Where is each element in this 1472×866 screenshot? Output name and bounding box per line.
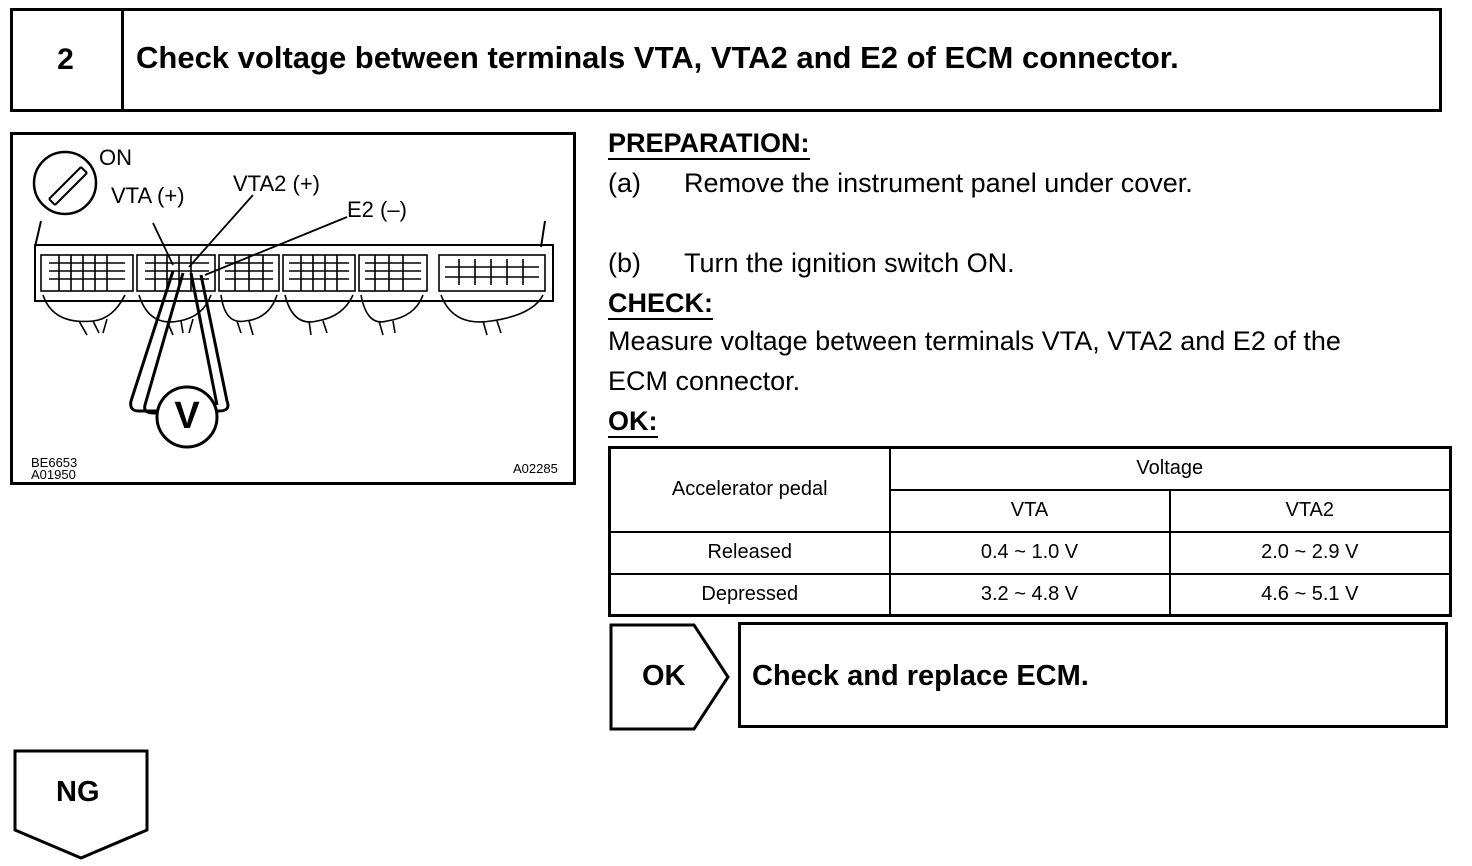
ok-action-box <box>738 622 1448 728</box>
header-vta2: VTA2 <box>1168 488 1452 533</box>
cell-pedal: Depressed <box>608 572 891 617</box>
step-number: 2 <box>10 8 124 112</box>
check-line-2: ECM connector. <box>608 366 801 396</box>
ok-action-text: Check and replace ECM. <box>752 660 1089 692</box>
voltmeter-icon <box>155 385 219 449</box>
table-row: Depressed 3.2 ~ 4.8 V 4.6 ~ 5.1 V <box>608 572 1452 617</box>
connector-blocks <box>40 254 546 292</box>
terminal-leader-lines <box>152 194 348 276</box>
ok-result-label: OK <box>642 660 686 692</box>
ecm-connector-drawing <box>32 150 554 449</box>
cell-vta2: 4.6 ~ 5.1 V <box>1168 572 1452 617</box>
cell-pedal: Released <box>608 530 891 575</box>
step-header <box>10 8 1442 112</box>
ng-result-label: NG <box>56 776 100 808</box>
prep-step-a-text: Remove the instrument panel under cover. <box>684 168 1193 198</box>
ok-arrow-box <box>609 623 730 731</box>
header-vta: VTA <box>888 488 1171 533</box>
e2-terminal-label: E2 (–) <box>347 197 407 222</box>
preparation-heading: PREPARATION: <box>608 128 810 160</box>
prep-step-b-text: Turn the ignition switch ON. <box>684 248 1015 278</box>
prep-step-a-marker: (a) <box>608 168 641 198</box>
ignition-key-icon <box>32 150 98 216</box>
step-title: Check voltage between terminals VTA, VTA… <box>136 40 1179 75</box>
prep-step-b-marker: (b) <box>608 248 641 278</box>
check-heading: CHECK: <box>608 288 713 320</box>
voltmeter-symbol: V <box>174 395 200 437</box>
cell-vta: 0.4 ~ 1.0 V <box>888 530 1171 575</box>
ignition-on-label: ON <box>99 145 132 170</box>
table-row: Released 0.4 ~ 1.0 V 2.0 ~ 2.9 V <box>608 530 1452 575</box>
voltage-spec-table: Accelerator pedal Voltage VTA VTA2 Relea… <box>608 446 1453 617</box>
cell-vta2: 2.0 ~ 2.9 V <box>1168 530 1452 575</box>
figure-code-2: A01950 <box>31 467 76 482</box>
ok-heading: OK: <box>608 406 658 438</box>
figure-code-3: A02285 <box>513 461 558 476</box>
ng-arrow-box <box>13 749 149 860</box>
vta2-terminal-label: VTA2 (+) <box>233 171 321 196</box>
wire-harness <box>42 294 544 336</box>
check-line-1: Measure voltage between terminals VTA, V… <box>608 326 1341 356</box>
cell-vta: 3.2 ~ 4.8 V <box>888 572 1171 617</box>
header-accelerator-pedal: Accelerator pedal <box>608 446 891 533</box>
ecm-housing <box>34 220 554 302</box>
vta-terminal-label: VTA (+) <box>111 183 185 208</box>
figure-code-1: BE6653 <box>31 455 78 470</box>
probe-leads <box>129 270 230 415</box>
header-voltage: Voltage <box>888 446 1452 491</box>
ecm-connector-illustration: ON VTA (+) VTA2 (+) E2 (–) V BE6653 A019… <box>10 132 576 485</box>
